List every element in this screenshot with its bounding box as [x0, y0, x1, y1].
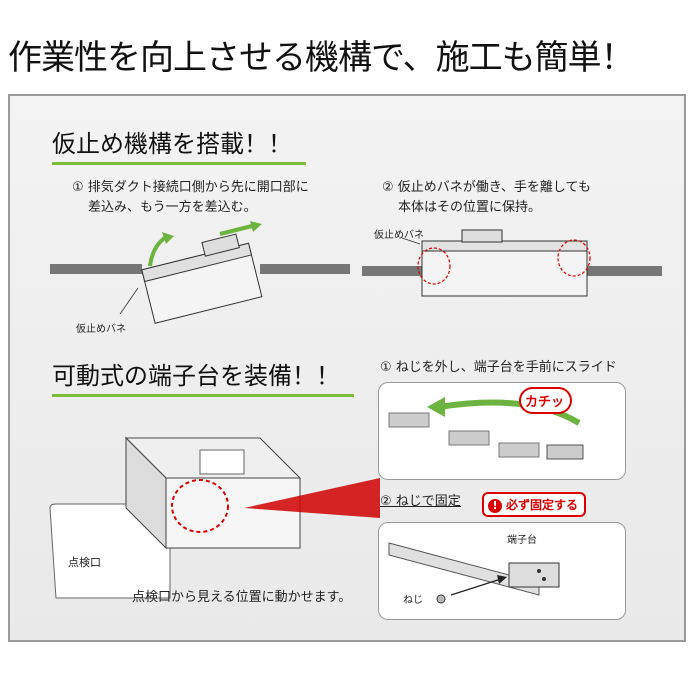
must-fix-badge: ! 必ず固定する: [482, 492, 587, 517]
unit-illustration: [49, 436, 380, 599]
terminal-label: 端子台: [507, 535, 537, 546]
warning-icon: !: [488, 498, 502, 513]
section1-step2-line1: ② 仮止めバネが働き、手を離しても: [382, 180, 591, 195]
fix-detail-box: 端子台 ねじ: [378, 522, 626, 620]
feature-panel: 仮止め機構を搭載！！ ① 排気ダクト接続口側から先に開口部に 差込み、もう一方を…: [8, 94, 686, 642]
section1-step1-line2: 差込み、もう一方を差込む。: [88, 200, 257, 215]
section1-step2-line2: 本体はその位置に保持。: [398, 200, 542, 215]
insertion-illustration: [50, 221, 350, 324]
section1-spring-label-2: 仮止めバネ: [374, 230, 424, 241]
slide-illustration: [388, 397, 584, 460]
inspection-label: 点検口: [68, 556, 101, 569]
click-label: カチッ: [519, 387, 573, 414]
section2-step2: ② ねじで固定: [380, 494, 461, 509]
page-headline: 作業性を向上させる機構で、施工も簡単！: [8, 38, 635, 78]
section1-spring-label-1: 仮止めバネ: [76, 324, 126, 335]
section2-title: 可動式の端子台を装備！！: [52, 356, 354, 397]
held-illustration: [362, 229, 662, 297]
section1-title: 仮止め機構を搭載！！: [52, 124, 306, 165]
must-fix-text: 必ず固定する: [506, 498, 579, 512]
section1-step1-line1: ① 排気ダクト接続口側から先に開口部に: [72, 180, 309, 195]
slide-detail-box: カチッ: [378, 382, 626, 480]
section2-caption: 点検口から見える位置に動かせます。: [132, 590, 352, 605]
section2-step1: ① ねじを外し、端子台を手前にスライド: [380, 360, 617, 375]
fix-illustration: [388, 542, 560, 604]
screw-label: ねじ: [403, 595, 423, 606]
